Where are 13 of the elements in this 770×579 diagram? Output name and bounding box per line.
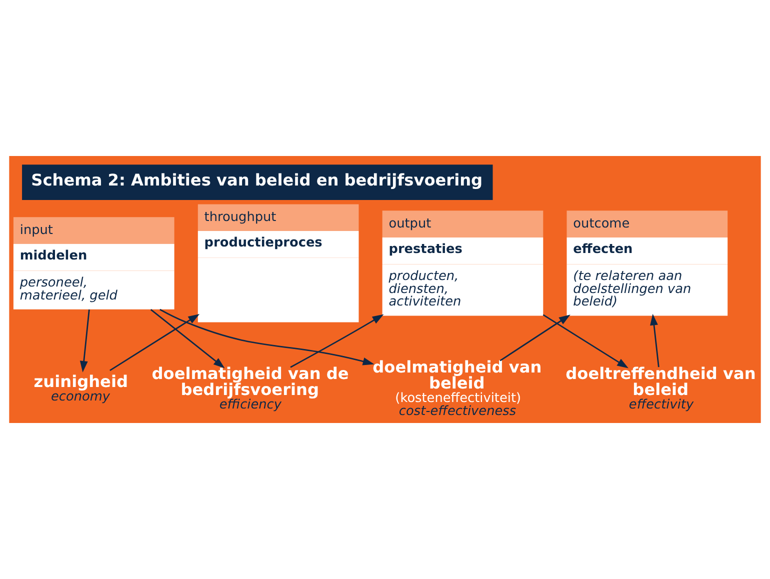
arrow	[160, 308, 374, 366]
arrow	[500, 314, 570, 362]
arrow	[290, 314, 384, 368]
node-text: doelmatigheid van de bedrijfsvoering efficiency	[152, 364, 349, 413]
node-text: doelmatigheid van beleid (kosteneffectiviteit) cost-effectiveness	[372, 358, 542, 420]
arrow	[80, 310, 90, 372]
diagram-title: Schema 2: Ambities van beleid en bedrijfsvoering	[31, 170, 483, 190]
arrow	[650, 314, 660, 368]
node-text: doeltreffendheid van beleid effectivity	[566, 364, 756, 413]
arrow	[110, 314, 200, 372]
arrow	[542, 314, 628, 368]
node-text: zuinigheid economy	[34, 372, 128, 405]
arrow	[150, 309, 225, 368]
